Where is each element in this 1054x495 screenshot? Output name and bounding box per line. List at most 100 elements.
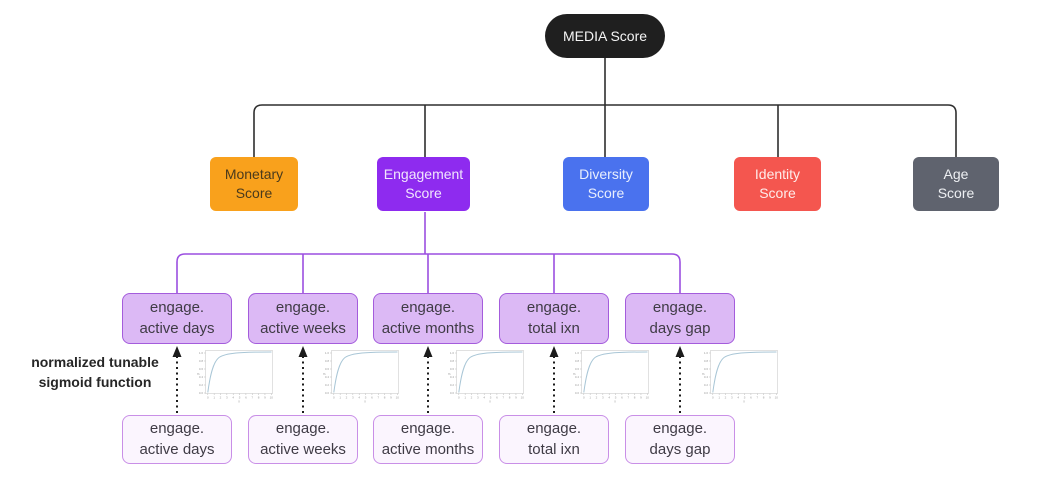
svg-text:0.6: 0.6	[325, 367, 330, 371]
node-label: engage.	[526, 420, 582, 438]
svg-text:6: 6	[621, 396, 623, 400]
node-input-engage-total-ixn[interactable]: engage. total ixn	[499, 415, 609, 464]
node-monetary-score[interactable]: Monetary Score	[210, 157, 298, 211]
svg-text:5: 5	[239, 396, 241, 400]
svg-text:1: 1	[589, 396, 591, 400]
node-label: Score	[405, 185, 442, 201]
node-label: total ixn	[528, 440, 580, 458]
svg-text:0.8: 0.8	[575, 359, 580, 363]
svg-text:4: 4	[608, 396, 610, 400]
node-diversity-score[interactable]: Diversity Score	[563, 157, 649, 211]
node-label: active weeks	[260, 319, 346, 337]
svg-text:2: 2	[596, 396, 598, 400]
node-input-engage-active-weeks[interactable]: engage. active weeks	[248, 415, 358, 464]
svg-text:9: 9	[264, 396, 266, 400]
svg-text:10: 10	[775, 396, 779, 400]
node-label: Engagement	[383, 166, 464, 183]
svg-text:0.4: 0.4	[325, 375, 330, 379]
svg-text:0.6: 0.6	[575, 367, 580, 371]
node-label: engage.	[400, 299, 456, 317]
node-input-engage-active-days[interactable]: engage. active days	[122, 415, 232, 464]
node-label: MEDIA Score	[562, 27, 648, 44]
node-label: active months	[381, 440, 475, 458]
svg-text:0.2: 0.2	[450, 383, 455, 387]
svg-text:2: 2	[220, 396, 222, 400]
node-label: engage.	[526, 299, 582, 317]
svg-text:8: 8	[258, 396, 260, 400]
svg-text:0.2: 0.2	[325, 383, 330, 387]
svg-text:0.8: 0.8	[199, 359, 204, 363]
node-media-score[interactable]: MEDIA Score	[545, 14, 665, 58]
svg-text:1.0: 1.0	[325, 351, 330, 355]
node-label: Monetary	[224, 166, 284, 183]
node-label: total ixn	[528, 319, 580, 337]
svg-text:1.0: 1.0	[450, 351, 455, 355]
svg-text:4: 4	[483, 396, 485, 400]
svg-text:5: 5	[490, 396, 492, 400]
node-engage-total-ixn[interactable]: engage. total ixn	[499, 293, 609, 344]
normalize-arrow-5	[675, 346, 685, 413]
svg-text:1.0: 1.0	[199, 351, 204, 355]
svg-text:0.4: 0.4	[199, 375, 204, 379]
node-engagement-score[interactable]: Engagement Score	[377, 157, 470, 211]
svg-text:10: 10	[646, 396, 650, 400]
svg-text:y: y	[701, 373, 705, 375]
svg-text:0.6: 0.6	[704, 367, 709, 371]
svg-text:0.0: 0.0	[325, 391, 330, 395]
node-label: engage.	[652, 299, 708, 317]
svg-text:x: x	[238, 400, 240, 404]
svg-text:y: y	[322, 373, 326, 375]
node-label: engage.	[275, 299, 331, 317]
svg-text:x: x	[364, 400, 366, 404]
svg-text:0: 0	[583, 396, 585, 400]
svg-text:0.6: 0.6	[199, 367, 204, 371]
node-engage-days-gap[interactable]: engage. days gap	[625, 293, 735, 344]
svg-text:7: 7	[627, 396, 629, 400]
svg-text:10: 10	[521, 396, 525, 400]
svg-text:0.0: 0.0	[575, 391, 580, 395]
node-engage-active-days[interactable]: engage. active days	[122, 293, 232, 344]
svg-text:9: 9	[515, 396, 517, 400]
svg-text:6: 6	[245, 396, 247, 400]
svg-text:5: 5	[615, 396, 617, 400]
svg-text:9: 9	[640, 396, 642, 400]
svg-text:0.8: 0.8	[325, 359, 330, 363]
svg-text:0.8: 0.8	[450, 359, 455, 363]
svg-text:7: 7	[377, 396, 379, 400]
svg-text:2: 2	[346, 396, 348, 400]
sigmoid-annotation: normalized tunable sigmoid function	[15, 352, 175, 392]
annotation-line: normalized tunable	[31, 354, 159, 370]
node-engage-active-months[interactable]: engage. active months	[373, 293, 483, 344]
node-engage-active-weeks[interactable]: engage. active weeks	[248, 293, 358, 344]
svg-text:1: 1	[464, 396, 466, 400]
svg-text:0: 0	[333, 396, 335, 400]
svg-text:3: 3	[731, 396, 733, 400]
node-label: active months	[381, 319, 475, 337]
normalize-arrow-3	[423, 346, 433, 413]
svg-text:0.0: 0.0	[704, 391, 709, 395]
node-input-engage-active-months[interactable]: engage. active months	[373, 415, 483, 464]
svg-text:0.2: 0.2	[704, 383, 709, 387]
svg-text:1: 1	[213, 396, 215, 400]
svg-text:0.8: 0.8	[704, 359, 709, 363]
svg-text:0.0: 0.0	[199, 391, 204, 395]
svg-text:1.0: 1.0	[575, 351, 580, 355]
svg-text:y: y	[572, 373, 576, 375]
node-label: engage.	[275, 420, 331, 438]
node-input-engage-days-gap[interactable]: engage. days gap	[625, 415, 735, 464]
svg-text:0: 0	[207, 396, 209, 400]
node-label: engage.	[149, 420, 205, 438]
svg-text:4: 4	[232, 396, 234, 400]
engagement-horizontal-rail	[176, 253, 681, 293]
svg-text:0: 0	[458, 396, 460, 400]
node-label: engage.	[652, 420, 708, 438]
node-label: days gap	[649, 440, 711, 458]
svg-text:3: 3	[602, 396, 604, 400]
node-age-score[interactable]: Age Score	[913, 157, 999, 211]
node-identity-score[interactable]: Identity Score	[734, 157, 821, 211]
